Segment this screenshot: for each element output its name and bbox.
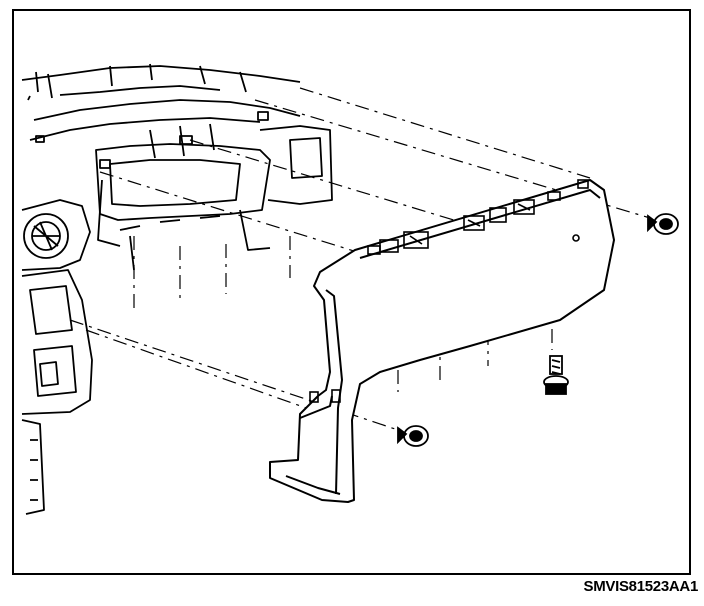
fastener-lower-bolt xyxy=(543,355,569,395)
fastener-lower-left xyxy=(397,425,429,447)
figure-frame xyxy=(12,9,691,575)
figure-caption-code: SMVIS81523AA1 xyxy=(583,578,699,595)
instrument-panel-carrier xyxy=(21,63,333,515)
lower-trim-panel xyxy=(269,179,615,503)
fastener-upper-right xyxy=(647,213,679,235)
panel-clip-openings xyxy=(309,179,589,403)
